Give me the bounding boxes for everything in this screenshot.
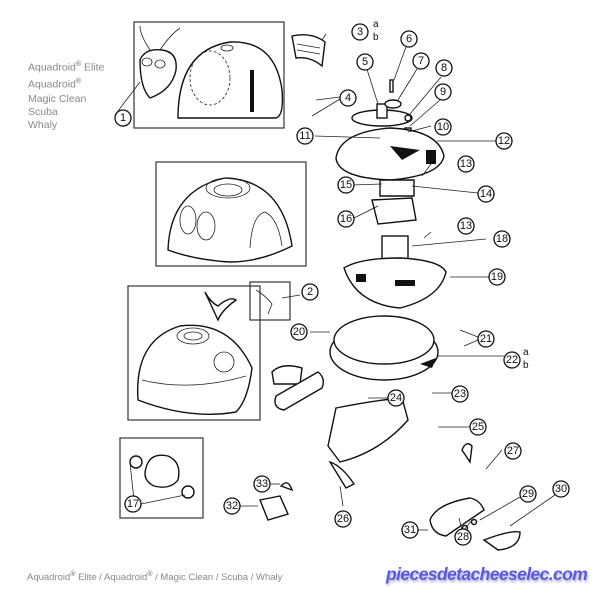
callout-4: 4 bbox=[339, 89, 357, 107]
svg-text:20: 20 bbox=[293, 326, 305, 338]
svg-text:33: 33 bbox=[256, 478, 268, 490]
callout-32: 32 bbox=[223, 497, 241, 515]
svg-text:3: 3 bbox=[357, 26, 363, 38]
svg-text:5: 5 bbox=[362, 56, 368, 68]
svg-text:12: 12 bbox=[498, 135, 510, 147]
svg-text:8: 8 bbox=[441, 62, 447, 74]
callout-25: 25 bbox=[469, 418, 487, 436]
callout-9: 9 bbox=[434, 83, 452, 101]
callout-8: 8 bbox=[435, 59, 453, 77]
callout-5: 5 bbox=[356, 53, 374, 71]
svg-text:7: 7 bbox=[418, 55, 424, 67]
svg-text:30: 30 bbox=[555, 483, 567, 495]
svg-text:31: 31 bbox=[404, 524, 416, 536]
ladybug-cover-inset bbox=[133, 21, 285, 129]
lower-chassis bbox=[343, 257, 447, 309]
svg-text:10: 10 bbox=[437, 121, 449, 133]
svg-text:2: 2 bbox=[307, 286, 313, 298]
callout-12: 12 bbox=[495, 132, 513, 150]
svg-text:26: 26 bbox=[337, 513, 349, 525]
svg-text:6: 6 bbox=[406, 33, 412, 45]
callout-29: 29 bbox=[519, 485, 537, 503]
callout-11: 11 bbox=[296, 127, 314, 145]
callout-14: 14 bbox=[477, 185, 495, 203]
callout-15: 15 bbox=[337, 176, 355, 194]
callout-30: 30 bbox=[552, 480, 570, 498]
compatible-models-list: Aquadroid® Elite Aquadroid® Magic Clean … bbox=[28, 58, 104, 132]
dome-cover-inset bbox=[155, 161, 307, 267]
callout-28: 28 bbox=[454, 528, 472, 546]
callout-3: 3 bbox=[351, 23, 369, 41]
callout-26: 26 bbox=[334, 510, 352, 528]
callout-20: 20 bbox=[290, 323, 308, 341]
callout-17: 17 bbox=[124, 495, 142, 513]
svg-text:15: 15 bbox=[340, 179, 352, 191]
svg-text:13: 13 bbox=[460, 220, 472, 232]
upper-housing bbox=[335, 127, 445, 181]
callout-1: 1 bbox=[114, 109, 132, 127]
callout-27: 27 bbox=[504, 442, 522, 460]
callout-22: 22 bbox=[503, 351, 521, 369]
svg-text:13: 13 bbox=[460, 158, 472, 170]
svg-text:14: 14 bbox=[480, 188, 492, 200]
svg-text:19: 19 bbox=[491, 271, 503, 283]
svg-text:1: 1 bbox=[120, 112, 126, 124]
callout-21: 21 bbox=[477, 330, 495, 348]
model-item: Aquadroid® Elite bbox=[28, 61, 105, 74]
top-gear-assembly bbox=[291, 34, 413, 135]
svg-text:17: 17 bbox=[127, 498, 139, 510]
svg-text:32: 32 bbox=[226, 500, 238, 512]
callout-16: 16 bbox=[337, 210, 355, 228]
footer-models-caption: Aquadroid® Elite / Aquadroid® / Magic Cl… bbox=[27, 571, 283, 584]
svg-text:27: 27 bbox=[507, 445, 519, 457]
model-item: Magic Clean bbox=[28, 93, 87, 105]
model-item: Scuba bbox=[28, 106, 58, 118]
leader-lines bbox=[114, 33, 556, 531]
svg-text:29: 29 bbox=[522, 488, 534, 500]
callout-23: 23 bbox=[451, 385, 469, 403]
callout-19: 19 bbox=[488, 268, 506, 286]
callout-22-variant-a: a bbox=[523, 347, 529, 358]
callout-3-variant-a: a bbox=[373, 19, 379, 30]
model-item: Whaly bbox=[28, 119, 58, 131]
callout-24: 24 bbox=[387, 389, 405, 407]
svg-text:4: 4 bbox=[345, 92, 351, 104]
callout-7: 7 bbox=[412, 52, 430, 70]
callout-31: 31 bbox=[401, 521, 419, 539]
motor-assembly bbox=[371, 179, 417, 267]
svg-text:24: 24 bbox=[390, 392, 402, 404]
impeller-inset bbox=[119, 437, 204, 519]
callout-33: 33 bbox=[253, 475, 271, 493]
callout-13-upper: 13 bbox=[457, 155, 475, 173]
svg-text:16: 16 bbox=[340, 213, 352, 225]
svg-text:9: 9 bbox=[440, 86, 446, 98]
model-item: Aquadroid® bbox=[28, 77, 82, 91]
callout-10: 10 bbox=[434, 118, 452, 136]
callout-13-lower: 13 bbox=[457, 217, 475, 235]
callout-18: 18 bbox=[493, 230, 511, 248]
base-plate bbox=[329, 315, 439, 381]
svg-text:28: 28 bbox=[457, 531, 469, 543]
svg-text:22: 22 bbox=[506, 354, 518, 366]
callout-2: 2 bbox=[301, 283, 319, 301]
lower-parts bbox=[259, 365, 521, 551]
svg-text:25: 25 bbox=[472, 421, 484, 433]
svg-text:21: 21 bbox=[480, 333, 492, 345]
svg-text:23: 23 bbox=[454, 388, 466, 400]
callout-3-variant-b: b bbox=[373, 32, 379, 43]
whale-cover-inset bbox=[127, 281, 291, 421]
callout-22-variant-b: b bbox=[523, 360, 529, 371]
svg-text:18: 18 bbox=[496, 233, 508, 245]
svg-text:11: 11 bbox=[299, 130, 310, 142]
callout-6: 6 bbox=[400, 30, 418, 48]
site-watermark: piecesdetacheeselec.com bbox=[386, 564, 588, 584]
